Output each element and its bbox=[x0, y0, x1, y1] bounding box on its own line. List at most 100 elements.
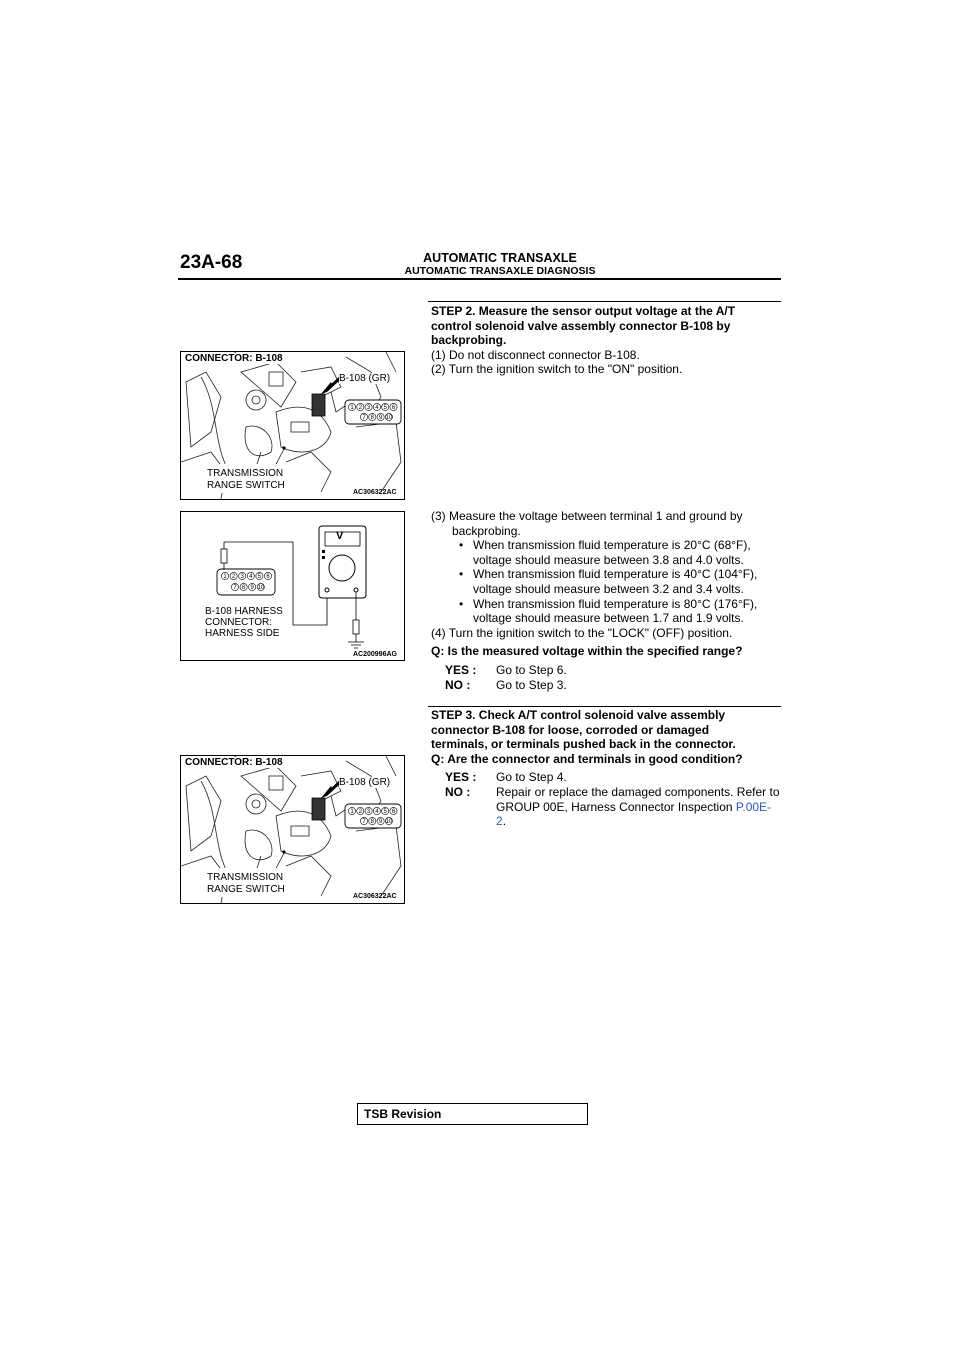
pin-number: 4 bbox=[375, 809, 379, 815]
page-reference-link[interactable]: P.00E- bbox=[735, 799, 772, 814]
step-2-no-answer: NO : Go to Step 3. bbox=[431, 678, 781, 693]
pin-number: 4 bbox=[249, 574, 253, 580]
connector-pin bbox=[381, 403, 390, 411]
no-text: Go to Step 3. bbox=[496, 677, 567, 692]
section-subtitle: AUTOMATIC TRANSAXLE DIAGNOSIS bbox=[404, 265, 596, 277]
connector-pin bbox=[348, 403, 356, 411]
figure-harness-label: B-108 HARNESS CONNECTOR: HARNESS SIDE bbox=[205, 606, 283, 639]
pin-number: 3 bbox=[367, 809, 371, 815]
connector-pin bbox=[364, 807, 373, 815]
connector-pin bbox=[389, 807, 398, 815]
pin-number: 1 bbox=[223, 574, 227, 580]
bullet-20c-line-1: When transmission fluid temperature is 2… bbox=[473, 538, 751, 553]
step-3-heading-line-3: terminals, or terminals pushed back in t… bbox=[431, 737, 736, 752]
page-number: 23A-68 bbox=[180, 252, 243, 273]
page-reference-link-cont[interactable]: 2 bbox=[496, 814, 503, 829]
pin-number: 6 bbox=[392, 809, 396, 815]
tsb-revision-label: TSB Revision bbox=[364, 1107, 442, 1121]
figure-connector-label: CONNECTOR: B-108 bbox=[183, 757, 285, 768]
pin-number: 10 bbox=[386, 819, 393, 825]
step-3-heading-line-2: connector B-108 for loose, corroded or d… bbox=[431, 722, 710, 737]
connector-pin bbox=[368, 817, 377, 825]
step-2-item-2: (2) Turn the ignition switch to the "ON"… bbox=[431, 362, 683, 377]
bullet-80c-line-2: voltage should measure between 1.7 and 1… bbox=[473, 611, 744, 626]
no-key: NO : bbox=[445, 784, 471, 799]
yes-key: YES : bbox=[445, 662, 477, 677]
step-2-item-4: (4) Turn the ignition switch to the "LOC… bbox=[431, 625, 733, 640]
voltmeter bbox=[318, 525, 367, 599]
connector-pin bbox=[364, 403, 373, 411]
step-2-heading-line-3: backprobing. bbox=[431, 333, 507, 348]
connector-pin bbox=[239, 583, 248, 591]
step-2-item-3-cont: backprobing. bbox=[452, 523, 521, 538]
bullet-80c-line-1: When transmission fluid temperature is 8… bbox=[473, 596, 758, 611]
pin-number: 5 bbox=[258, 574, 262, 580]
pin-number: 9 bbox=[251, 585, 255, 591]
pin-number: 8 bbox=[371, 819, 375, 825]
connector-pin bbox=[231, 583, 239, 591]
yes-key: YES : bbox=[445, 770, 477, 785]
no-text-line-2: GROUP 00E, Harness Connector Inspection … bbox=[496, 800, 780, 815]
bullet-40c-line-2: voltage should measure between 3.2 and 3… bbox=[473, 581, 744, 596]
connector-pin bbox=[384, 817, 393, 825]
pin-number: 7 bbox=[362, 415, 366, 421]
yes-text: Go to Step 6. bbox=[496, 662, 567, 677]
step-3-question: Q: Are the connector and terminals in go… bbox=[431, 751, 743, 766]
pin-number: 6 bbox=[392, 405, 396, 411]
yes-text: Go to Step 4. bbox=[496, 770, 567, 785]
step-2-yes-answer: YES : Go to Step 6. bbox=[431, 663, 781, 678]
pin-number: 3 bbox=[367, 405, 371, 411]
step-3-heading-line-1: STEP 3. Check A/T control solenoid valve… bbox=[431, 708, 726, 722]
pin-number: 4 bbox=[375, 405, 379, 411]
figure-range-switch-label: TRANSMISSION RANGE SWITCH bbox=[207, 468, 285, 492]
figure-connector-id: B-108 (GR) bbox=[339, 777, 391, 788]
range-switch-line-2: RANGE SWITCH bbox=[207, 884, 285, 895]
pin-number: 10 bbox=[257, 585, 264, 591]
pin-number: 5 bbox=[384, 809, 388, 815]
bullet-40c-line-1: When transmission fluid temperature is 4… bbox=[473, 567, 758, 582]
figure-code: AC306322AC bbox=[353, 893, 397, 900]
connector-pin bbox=[264, 572, 272, 580]
connector-pin bbox=[368, 413, 377, 421]
pin-number: 9 bbox=[379, 415, 383, 421]
pin-number: 2 bbox=[359, 405, 363, 411]
connector-pin bbox=[381, 807, 390, 815]
pin-number: 9 bbox=[379, 819, 383, 825]
pin-number: 10 bbox=[386, 415, 393, 421]
bullet-icon: • bbox=[459, 567, 464, 582]
figure-code: AC306322AC bbox=[353, 489, 397, 496]
pin-number: 3 bbox=[241, 574, 245, 580]
pin-number: 1 bbox=[350, 809, 354, 815]
pin-number: 6 bbox=[266, 574, 270, 580]
step-3-block: STEP 3. Check A/T control solenoid valve… bbox=[431, 708, 781, 829]
step-2-item-3: (3) Measure the voltage between terminal… bbox=[431, 509, 743, 523]
step-2-block: STEP 2. Measure the sensor output voltag… bbox=[431, 304, 781, 377]
step-3-rule bbox=[428, 706, 781, 707]
bullet-80c: • When transmission fluid temperature is… bbox=[431, 597, 781, 626]
connector-pin bbox=[384, 413, 393, 421]
bullet-20c-line-2: voltage should measure between 3.8 and 4… bbox=[473, 552, 744, 567]
pin-number: 7 bbox=[362, 819, 366, 825]
range-switch-line-1: TRANSMISSION bbox=[207, 872, 284, 883]
no-key: NO : bbox=[445, 677, 471, 692]
step-2-question: Q: Is the measured voltage within the sp… bbox=[431, 644, 743, 659]
tsb-revision-box bbox=[357, 1103, 588, 1125]
step-2-block-cont: (3) Measure the voltage between terminal… bbox=[431, 509, 781, 692]
section-title: AUTOMATIC TRANSAXLE bbox=[423, 251, 577, 265]
connector-pin bbox=[248, 583, 257, 591]
bullet-20c: • When transmission fluid temperature is… bbox=[431, 538, 781, 567]
harness-line-3: HARNESS SIDE bbox=[205, 628, 280, 639]
step-2-item-1: (1) Do not disconnect connector B-108. bbox=[431, 347, 640, 362]
connector-pin bbox=[376, 413, 385, 421]
connector-pin bbox=[372, 807, 381, 815]
header-rule bbox=[178, 278, 781, 280]
connector-pin bbox=[360, 413, 368, 421]
